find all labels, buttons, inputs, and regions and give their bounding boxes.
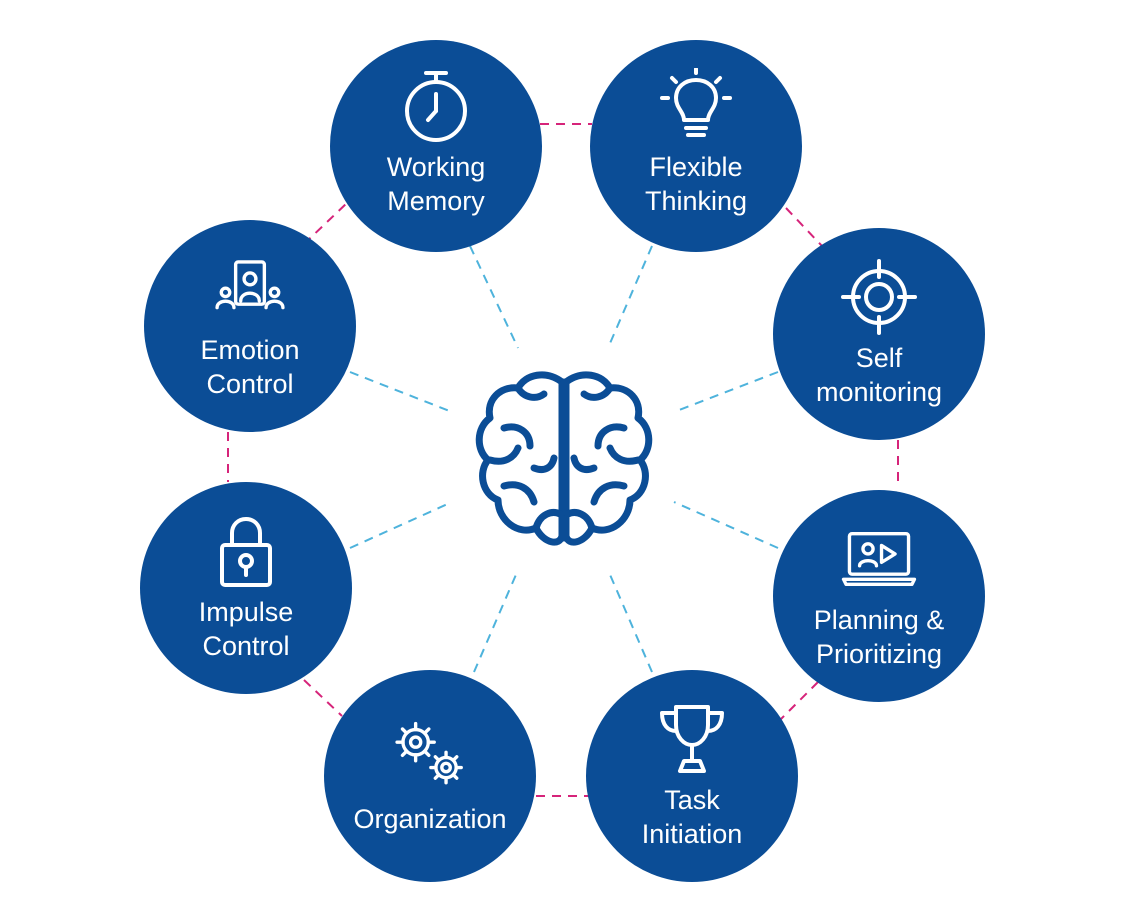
brain-icon [474, 368, 654, 552]
node-planning-prioritizing: Planning & Prioritizing [773, 490, 985, 702]
trophy-icon [654, 701, 730, 777]
spoke-connectors [349, 245, 779, 673]
ring-connector-flexible-self [785, 207, 823, 247]
spoke-connector-task [607, 569, 653, 673]
node-organization: Organization [324, 670, 536, 882]
spoke-connector-flexible [607, 245, 653, 349]
node-label: Self monitoring [815, 343, 943, 407]
padlock-icon [208, 513, 284, 589]
node-impulse-control: Impulse Control [140, 482, 352, 694]
ring-connector-planning-task [779, 681, 819, 721]
node-label: Task Initiation [641, 785, 743, 849]
node-emotion-control: Emotion Control [144, 220, 356, 432]
spoke-connector-org [473, 569, 519, 673]
spoke-connector-emotion [349, 371, 453, 413]
ring-connector-emotion-working [303, 201, 349, 245]
target-icon [841, 259, 917, 335]
people-portrait-icon [212, 251, 288, 327]
ring-connector-org-impulse [303, 679, 343, 717]
gears-icon [392, 716, 468, 792]
node-label: Flexible Thinking [644, 152, 748, 216]
spoke-connector-working [469, 245, 519, 349]
node-working-memory: Working Memory [330, 40, 542, 252]
node-label: Working Memory [386, 152, 486, 216]
node-flexible-thinking: Flexible Thinking [590, 40, 802, 252]
node-label: Planning & Prioritizing [813, 605, 945, 669]
spoke-connector-self [673, 371, 779, 413]
node-self-monitoring: Self monitoring [773, 228, 985, 440]
spoke-connector-planning [673, 501, 779, 549]
spoke-connector-impulse [349, 501, 453, 549]
lightbulb-icon [658, 68, 734, 144]
ring-connectors [227, 123, 899, 797]
node-label: Impulse Control [198, 597, 294, 661]
stopwatch-icon [398, 68, 474, 144]
node-label: Emotion Control [200, 335, 300, 399]
node-task-initiation: Task Initiation [586, 670, 798, 882]
node-label: Organization [353, 804, 507, 834]
laptop-presentation-icon [841, 521, 917, 597]
